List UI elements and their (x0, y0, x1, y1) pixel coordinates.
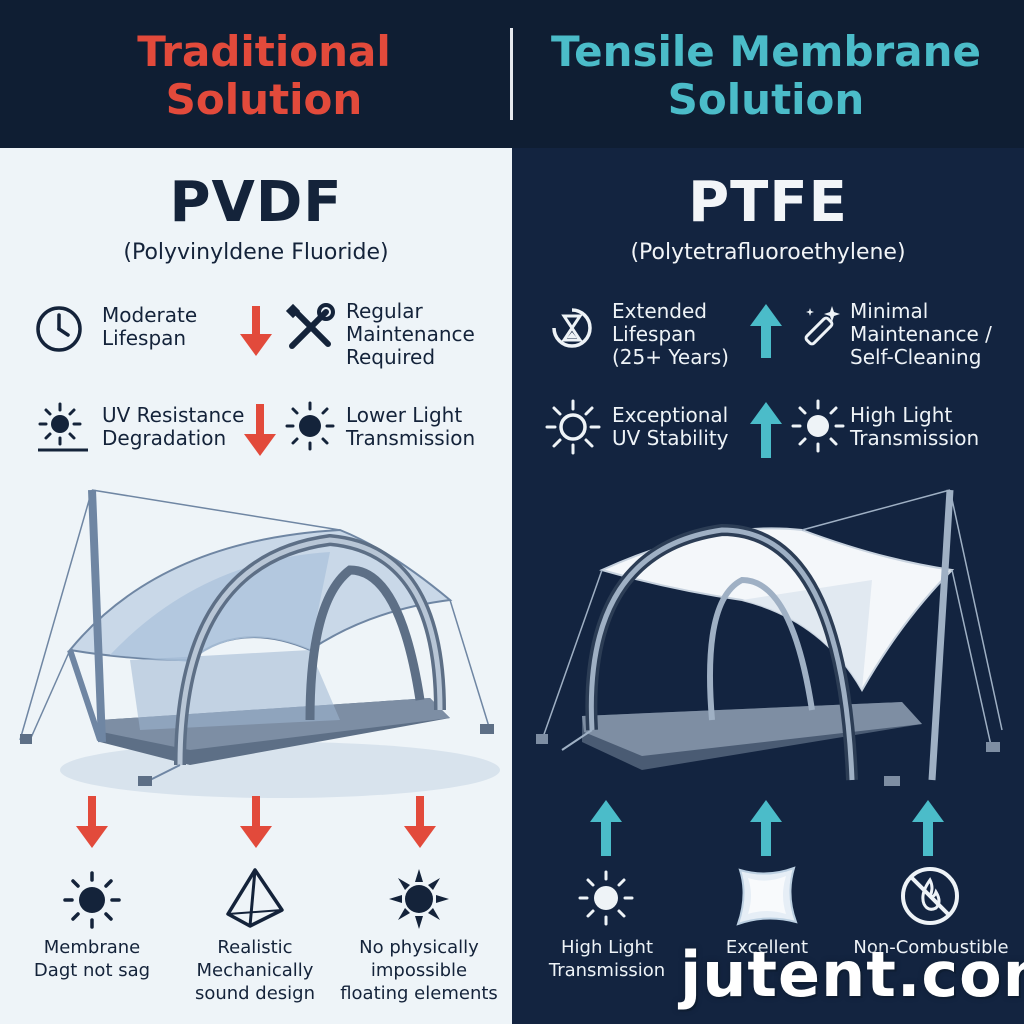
feature-uv-stability: Exceptional UV Stability (612, 403, 729, 450)
clock-icon (36, 306, 82, 352)
starburst-sun-icon (389, 869, 449, 929)
tensile-membrane-solution-title: Tensile Membrane Solution (551, 27, 981, 124)
non-combustible-icon (901, 867, 959, 925)
wrench-screwdriver-icon (285, 303, 335, 349)
magic-wand-icon (804, 306, 840, 346)
light-sun-icon (791, 399, 845, 453)
feature-minimal-maintenance: Minimal Maintenance / Self-Cleaning (850, 299, 992, 369)
sun-icon (578, 870, 634, 926)
bottom-label-no-floating: No physically impossible floating elemen… (340, 937, 498, 1004)
feature-high-light: High Light Transmission (850, 403, 980, 450)
hourglass-icon (552, 308, 592, 348)
bottom-label-high-light: High Light Transmission (548, 937, 666, 981)
up-arrow-icon (590, 800, 622, 856)
feature-uv-resistance: UV Resistance Degradation (102, 403, 245, 450)
feature-regular-maintenance: Regular Maintenance Required (346, 299, 475, 369)
ptfe-title: PTFE (688, 170, 848, 235)
feature-moderate-lifespan: Moderate Lifespan (102, 303, 198, 350)
down-arrow-icon (240, 306, 272, 356)
dim-sun-icon (285, 401, 335, 451)
up-arrow-icon (750, 304, 782, 358)
bright-sun-icon (545, 399, 601, 455)
pvdf-title: PVDF (169, 170, 343, 235)
header-divider (510, 28, 513, 120)
down-arrow-icon (404, 796, 436, 848)
bottom-label-realistic: Realistic Mechanically sound design (194, 937, 316, 1004)
up-arrow-icon (912, 800, 944, 856)
feature-extended-lifespan: Extended Lifespan (25+ Years) (612, 299, 729, 369)
traditional-solution-title: Traditional Solution (137, 27, 391, 124)
pvdf-subtitle: (Polyvinyldene Fluoride) (123, 240, 389, 265)
up-arrow-icon (750, 402, 782, 458)
feature-lower-light: Lower Light Transmission (346, 403, 476, 450)
down-arrow-icon (76, 796, 108, 848)
bottom-label-non-combustible: Non-Combustible (853, 937, 1009, 958)
header: Traditional Solution Tensile Membrane So… (0, 0, 1024, 148)
watermark: jutent.com (680, 938, 1024, 1011)
membrane-panel-icon (736, 866, 798, 926)
ptfe-panel: PTFE (Polytetrafluoroethylene) Extended … (512, 148, 1024, 1024)
down-arrow-icon (244, 404, 276, 456)
pvdf-panel: PVDF (Polyvinyldene Fluoride) Moderate L… (0, 148, 512, 1024)
ptfe-subtitle: (Polytetrafluoroethylene) (630, 240, 906, 265)
up-arrow-icon (750, 800, 782, 856)
uv-sun-icon (38, 402, 88, 452)
sun-icon (63, 871, 121, 929)
bottom-label-excellent: Excellent (725, 937, 809, 958)
pvdf-stage-illustration (19, 489, 500, 798)
ptfe-stage-illustration (536, 489, 1003, 786)
down-arrow-icon (240, 796, 272, 848)
bottom-label-membrane: Membrane Dagt not sag (33, 937, 151, 981)
pyramid-icon (226, 868, 284, 928)
